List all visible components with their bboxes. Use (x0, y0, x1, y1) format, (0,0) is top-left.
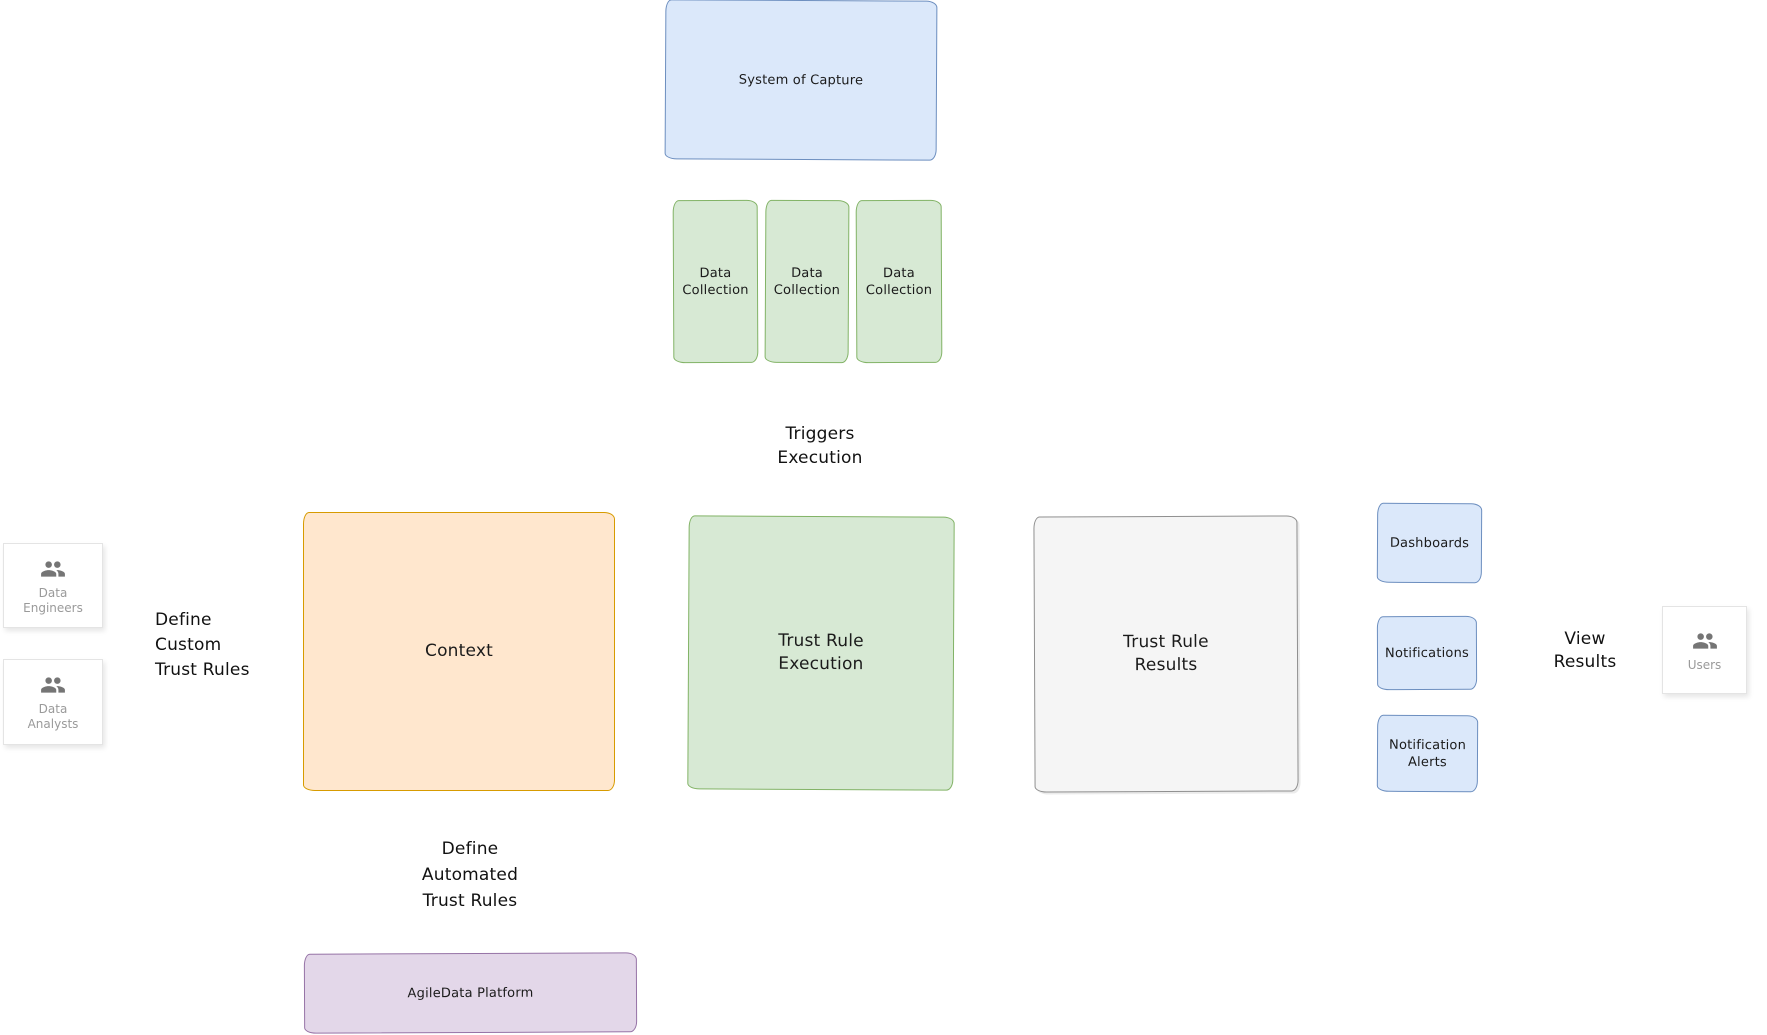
define-automated-trust-rules-label: Define Automated Trust Rules (421, 839, 519, 911)
dashboards-label: Dashboards (1389, 535, 1470, 551)
context-box: Context (303, 512, 615, 791)
define-custom-trust-rules-label: Define Custom Trust Rules (155, 610, 250, 680)
triggers-execution-label: Triggers Execution (777, 424, 863, 468)
view-results-label: View Results (1553, 629, 1617, 672)
system-of-capture-box: System of Capture (664, 0, 938, 161)
people-icon (1688, 628, 1722, 654)
notifications-label: Notifications (1384, 645, 1470, 661)
trust-rule-results-box: Trust Rule Results (1033, 515, 1299, 793)
trust-rule-results-label: Trust Rule Results (1123, 631, 1209, 676)
notification-alerts-box: Notification Alerts (1376, 714, 1479, 793)
dashboards-box: Dashboards (1376, 502, 1483, 584)
people-icon (36, 556, 70, 582)
data-engineers-card: Data Engineers (3, 543, 103, 628)
data-collection-label: Data Collection (773, 265, 841, 298)
data-collection-box-2: Data Collection (764, 199, 850, 364)
data-analysts-label: Data Analysts (27, 702, 79, 731)
users-card: Users (1662, 606, 1747, 694)
data-collection-box-1: Data Collection (672, 199, 759, 364)
data-collection-label: Data Collection (682, 265, 749, 298)
notifications-box: Notifications (1376, 615, 1478, 691)
system-of-capture-label: System of Capture (738, 72, 864, 88)
data-analysts-card: Data Analysts (3, 659, 103, 745)
agiledata-platform-box: AgileData Platform (303, 952, 638, 1034)
trust-rule-execution-box: Trust Rule Execution (687, 515, 955, 791)
context-label: Context (425, 641, 493, 661)
trust-rule-execution-label: Trust Rule Execution (778, 630, 864, 675)
agiledata-platform-label: AgileData Platform (407, 985, 534, 1001)
notification-alerts-label: Notification Alerts (1389, 737, 1467, 770)
users-label: Users (1687, 657, 1722, 672)
data-collection-box-3: Data Collection (855, 199, 943, 364)
people-icon (36, 672, 70, 698)
data-engineers-label: Data Engineers (23, 585, 83, 615)
data-collection-label: Data Collection (865, 265, 933, 298)
